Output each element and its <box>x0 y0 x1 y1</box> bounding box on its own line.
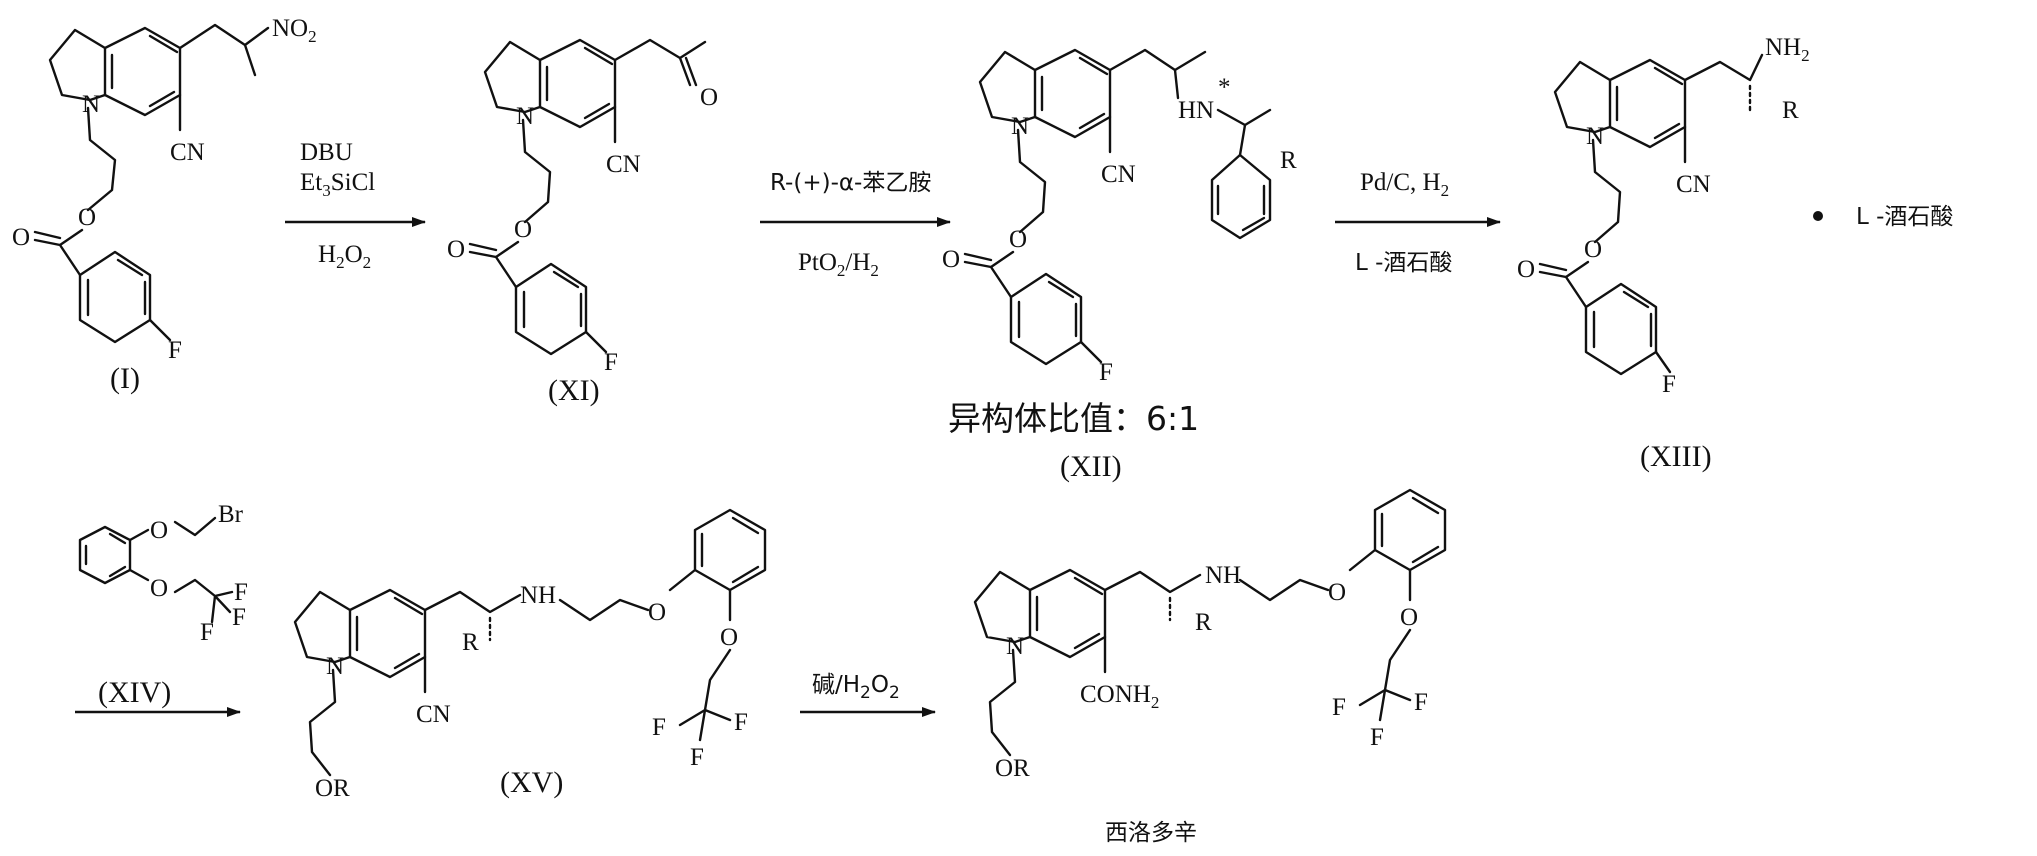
reagent-dbu: DBU <box>300 139 353 166</box>
ether-oxygen-label: O <box>150 575 168 602</box>
fluorine-label: F <box>1662 371 1676 398</box>
ether-oxygen-label: O <box>150 517 168 544</box>
salt-bullet-icon <box>1813 211 1823 221</box>
fluorine-label: F <box>232 604 246 631</box>
compound-XI: O N CN O O F (XI) <box>447 40 718 407</box>
ether-oxygen-label: O <box>720 624 738 651</box>
ether-oxygen-label: O <box>648 599 666 626</box>
compound-id: (XV) <box>500 766 563 799</box>
fluorine-label: F <box>734 709 748 736</box>
ketone-oxygen-label: O <box>700 84 718 111</box>
nitrogen-label: N <box>1006 633 1024 660</box>
compound-XIV: O O Br F F F <box>80 501 248 646</box>
reagent-silyl-chloride: Et3SiCl <box>300 169 375 200</box>
fluorine-label: F <box>1370 724 1384 751</box>
ester-oxygen-label: O <box>514 216 532 243</box>
compound-I: NO2 N CN O O F (I) <box>12 15 317 395</box>
reagent-compound-id: (XIV) <box>98 676 171 709</box>
reaction-arrow-1: DBU Et3SiCl H2O2 <box>285 139 425 272</box>
alkoxy-label: OR <box>995 755 1030 782</box>
fluorine-label: F <box>1099 359 1113 386</box>
chiral-amine-reagent: R-(+)-α-苯乙胺 <box>770 170 931 196</box>
secondary-amine-label: NH <box>1205 562 1241 589</box>
fluorine-label: F <box>168 337 182 364</box>
fluorine-label: F <box>652 714 666 741</box>
nitrogen-label: N <box>82 91 100 118</box>
compound-XV: R NH O O F F F N CN OR (XV) <box>295 510 765 802</box>
base-peroxide-reagent: 碱/H2O2 <box>812 672 900 703</box>
isomer-ratio: 异构体比值：6:1 <box>948 399 1199 438</box>
fluorine-label: F <box>200 619 214 646</box>
primary-amine-label: NH2 <box>1765 34 1810 65</box>
nitrile-label: CN <box>606 151 641 178</box>
secondary-amine-label: HN <box>1178 97 1214 124</box>
nitrogen-label: N <box>1586 123 1604 150</box>
carbonyl-oxygen-label: O <box>1517 256 1535 283</box>
nitrile-label: CN <box>416 701 451 728</box>
nitrile-label: CN <box>170 139 205 166</box>
alkoxy-label: OR <box>315 775 350 802</box>
nitrogen-label: N <box>516 103 534 130</box>
carbonyl-oxygen-label: O <box>942 246 960 273</box>
ester-oxygen-label: O <box>1584 236 1602 263</box>
ether-oxygen-label: O <box>1400 604 1418 631</box>
nitrogen-label: N <box>326 653 344 680</box>
compound-id: (I) <box>110 362 140 395</box>
ester-oxygen-label: O <box>78 204 96 231</box>
reaction-arrow-2: R-(+)-α-苯乙胺 PtO2/H2 <box>760 170 950 280</box>
fluorine-label: F <box>234 579 248 606</box>
r-configuration-label: R <box>1782 97 1799 124</box>
catalyst-reagent: PtO2/H2 <box>798 249 879 280</box>
hydrogenation-reagent: Pd/C, H2 <box>1360 169 1449 200</box>
ether-oxygen-label: O <box>1328 579 1346 606</box>
reaction-arrow-3: Pd/C, H2 L -酒石酸 <box>1335 169 1500 276</box>
fluorine-label: F <box>1414 689 1428 716</box>
compound-XIII: NH2 R N CN O O F L -酒石酸 (XIII) <box>1517 34 1953 473</box>
r-configuration-label: R <box>1280 147 1297 174</box>
nitrogen-label: N <box>1011 113 1029 140</box>
nitrile-label: CN <box>1676 171 1711 198</box>
compound-id: (XIII) <box>1640 440 1712 473</box>
nitrile-label: CN <box>1101 161 1136 188</box>
stereocenter-marker: * <box>1218 74 1231 101</box>
reaction-arrow-4: (XIV) <box>75 676 240 712</box>
bromine-label: Br <box>218 501 244 528</box>
fluorine-label: F <box>1332 694 1346 721</box>
product-name: 西洛多辛 <box>1105 820 1197 846</box>
reaction-arrow-5: 碱/H2O2 <box>800 672 935 712</box>
carboxamide-label: CONH2 <box>1080 681 1159 712</box>
nitro-label: NO2 <box>272 15 317 46</box>
ester-oxygen-label: O <box>1009 226 1027 253</box>
tartaric-acid-reagent: L -酒石酸 <box>1355 250 1452 276</box>
compound-id: (XII) <box>1060 450 1122 483</box>
tartrate-salt-label: L -酒石酸 <box>1856 204 1953 230</box>
r-configuration-label: R <box>1195 609 1212 636</box>
reagent-peroxide: H2O2 <box>318 241 371 272</box>
r-configuration-label: R <box>462 629 479 656</box>
fluorine-label: F <box>604 349 618 376</box>
compound-id: (XI) <box>548 374 600 407</box>
fluorine-label: F <box>690 744 704 771</box>
carbonyl-oxygen-label: O <box>12 224 30 251</box>
compound-XII: HN * R N CN O O F 异构体比值：6:1 (XII) <box>942 50 1297 483</box>
secondary-amine-label: NH <box>520 582 556 609</box>
compound-silodosin: NH R O O F F F N CONH2 OR 西洛多辛 <box>975 490 1445 846</box>
carbonyl-oxygen-label: O <box>447 236 465 263</box>
